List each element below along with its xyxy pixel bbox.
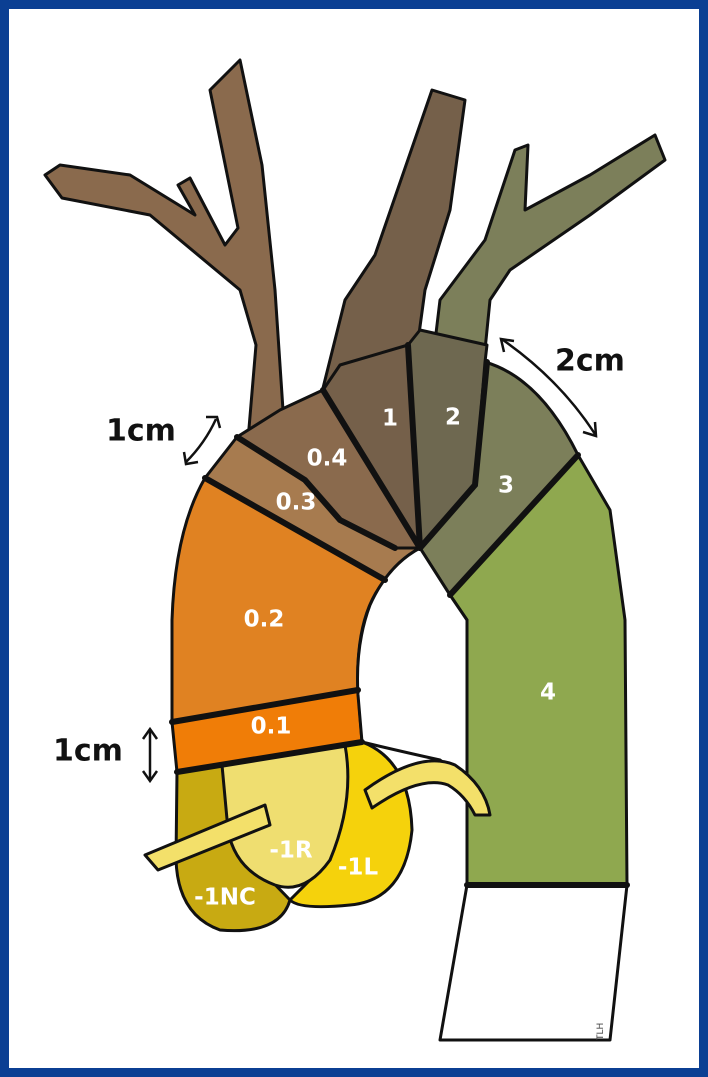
- zone-0-3-label: 0.3: [276, 490, 317, 516]
- measure-stj-label: 1cm: [53, 734, 123, 769]
- zone-3-label: 3: [498, 473, 514, 499]
- artist-signature: TLH: [596, 1023, 606, 1041]
- cusp-r-label: -1R: [269, 838, 313, 864]
- descending-aorta-tail: [440, 885, 627, 1040]
- measure-stj-arrow: [143, 729, 157, 781]
- zone-4-label: 4: [540, 680, 556, 706]
- measure-ascending-arrow: [184, 417, 220, 464]
- zone-0-2-label: 0.2: [244, 607, 285, 633]
- cusp-l-label: -1L: [338, 855, 379, 881]
- zone-0-4-label: 0.4: [307, 446, 348, 472]
- brachiocephalic-trunk: [45, 60, 285, 440]
- zone-2-label: 2: [445, 405, 461, 431]
- brachiocephalic-branches: [45, 60, 285, 440]
- zone-1-label: 1: [382, 406, 398, 432]
- measure-ascending-label: 1cm: [106, 414, 176, 449]
- measure-distal-label: 2cm: [555, 344, 625, 379]
- cusp-nc-label: -1NC: [194, 885, 256, 911]
- zone-0-1-label: 0.1: [251, 714, 292, 740]
